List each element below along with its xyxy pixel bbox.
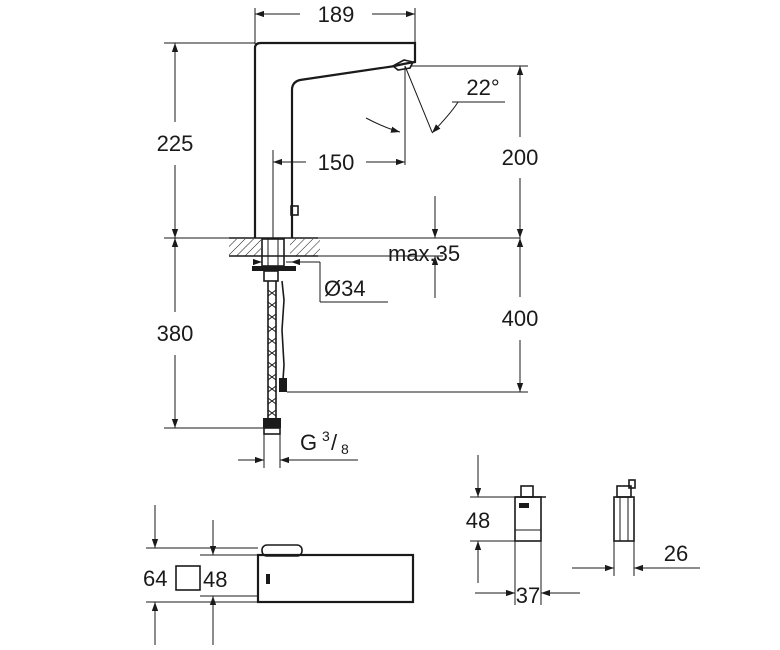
plan-spout-body [256,553,415,604]
faucet-body [253,41,417,238]
faucet-elevation [253,41,433,238]
control-box-side [572,479,700,576]
dim-150: 150 [318,150,355,175]
countertop [229,237,520,257]
dim-400: 400 [502,306,539,331]
dim-thread-den: 8 [341,441,349,457]
plan-sensor [266,574,270,584]
dim-200: 200 [502,145,539,170]
sensor-cable [281,280,285,381]
dim-box-26: 26 [664,541,688,566]
box-side-body [613,496,635,542]
dimension-lines [164,8,528,468]
dim-thread-g: G [300,430,317,455]
plan-view [146,505,415,645]
dim-plan-48: 48 [203,567,227,592]
mounting-shank [261,238,285,267]
dim-box-37: 37 [516,583,540,608]
dim-380: 380 [157,321,194,346]
mounting-assembly [252,238,296,435]
dim-box-48: 48 [466,508,490,533]
dim-angle-22: 22° [466,75,499,100]
plan-base-square [175,565,201,591]
dimension-labels: 189 225 200 150 22° max.35 Ø34 400 380 G… [143,2,688,608]
dim-64: 64 [143,566,167,591]
dim-diameter-34: Ø34 [324,276,366,301]
plan-knob [261,544,303,557]
box-logo [519,503,529,508]
dim-189: 189 [318,2,355,27]
side-knob [290,205,299,216]
spout-tip [391,59,415,71]
dim-thread-num: 3 [322,428,330,444]
fixing-nut [252,266,296,271]
hose-connector [263,418,281,428]
dim-225: 225 [157,131,194,156]
dim-max-35: max.35 [388,241,460,266]
spray-line [404,65,433,133]
countertop-hatch-left [229,239,261,256]
dim-thread-sep: / [331,430,338,455]
countertop-hatch-right [290,239,320,256]
cable-plug [279,378,287,392]
control-box-front [470,455,580,605]
